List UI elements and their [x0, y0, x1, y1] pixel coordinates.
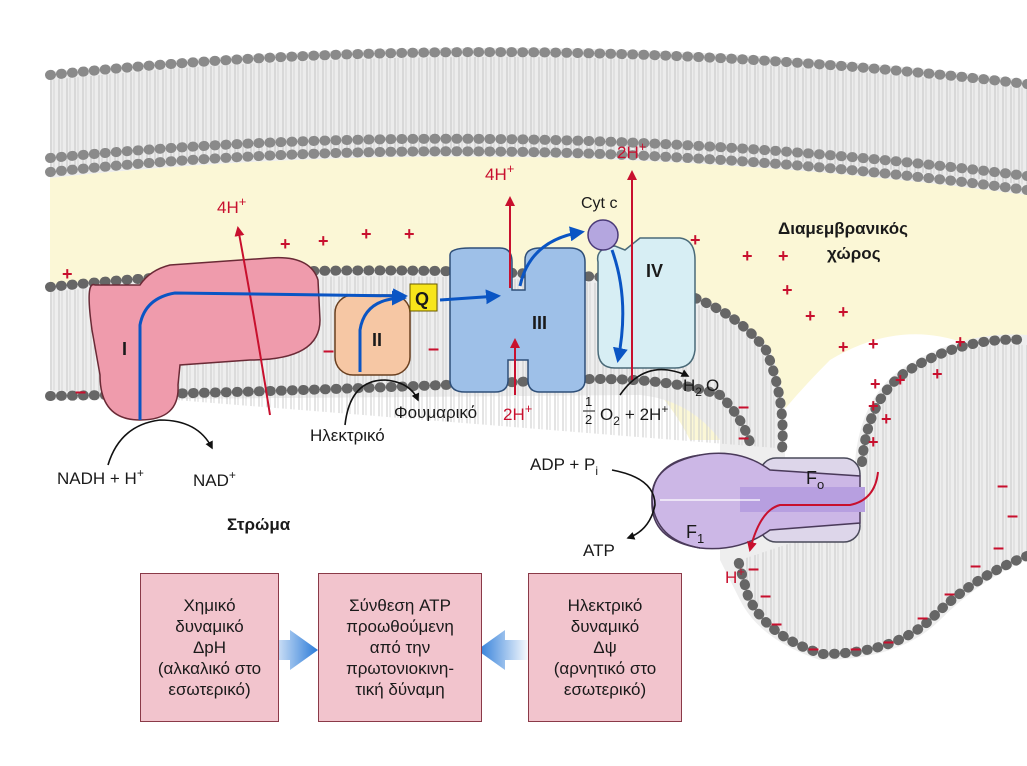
plus-charges: +++ +++ +++ +++ +++ +++ ++ [62, 224, 966, 452]
svg-text:+: + [404, 224, 415, 244]
svg-text:–: – [738, 396, 749, 418]
cytochrome-c: Cyt c [581, 195, 619, 251]
proton-labels: 4H+ 4H+ 2H+ 2H+ H+ [217, 139, 745, 587]
svg-text:–: – [738, 427, 749, 449]
svg-text:–: – [917, 607, 928, 629]
reaction-labels: NADH + H+ NAD+ Ηλεκτρικό Φουμαρικό 1 2 O… [57, 376, 719, 560]
svg-text:–: – [760, 585, 771, 607]
proton-label-atp: H+ [725, 564, 745, 587]
proton-label-complex-iii-top: 4H+ [485, 161, 514, 184]
box-line: ΔpH [192, 638, 227, 657]
svg-text:+: + [778, 246, 789, 266]
proton-arrows [234, 170, 879, 552]
svg-text:+: + [955, 332, 966, 352]
svg-text:+: + [881, 409, 892, 429]
svg-text:–: – [771, 613, 782, 635]
svg-text:+: + [868, 396, 879, 416]
nadh-label: NADH + H+ [57, 466, 144, 488]
box-line: προωθούμενη [346, 617, 454, 636]
svg-text:–: – [323, 340, 334, 362]
svg-text:+: + [280, 234, 291, 254]
svg-text:+: + [932, 364, 943, 384]
succinate-label: Ηλεκτρικό [310, 426, 385, 445]
svg-text:+: + [838, 302, 849, 322]
complex-i-label: I [122, 339, 127, 359]
ubiquinone: Q [409, 283, 438, 312]
svg-text:–: – [75, 381, 86, 403]
svg-text:+: + [742, 246, 753, 266]
matrix-label: Στρώμα [227, 515, 291, 534]
q-label: Q [415, 289, 429, 309]
svg-text:–: – [808, 638, 819, 660]
complex-iv-label: IV [646, 261, 663, 281]
o2-label: O2+ 2H+ [600, 402, 668, 428]
reaction-arrows [107, 368, 690, 540]
complex-iii-label: III [532, 313, 547, 333]
svg-text:–: – [850, 638, 861, 660]
atp-synthesis-box: Σύνθεση ATP προωθούμενη από την πρωτονιο… [318, 573, 482, 722]
svg-text:+: + [690, 230, 701, 250]
atp-synthase: Fo F1 [651, 452, 865, 550]
box-line: πρωτονιοκινη- [346, 659, 454, 678]
svg-text:–: – [883, 631, 894, 653]
svg-text:+: + [62, 264, 73, 284]
minus-charges: ––– ––– ––– ––– ––– –– [75, 338, 1018, 660]
svg-text:+: + [361, 224, 372, 244]
complex-iii: III [449, 247, 586, 393]
svg-text:–: – [970, 555, 981, 577]
box-line: Χημικό [183, 596, 236, 615]
svg-text:–: – [993, 537, 1004, 559]
svg-text:+: + [870, 374, 881, 394]
svg-text:–: – [748, 558, 759, 580]
box-line: τική δύναμη [355, 680, 445, 699]
cyt-c-label: Cyt c [581, 195, 617, 212]
proton-label-complex-i: 4H+ [217, 194, 246, 217]
svg-text:–: – [997, 475, 1008, 497]
electron-flow [138, 226, 628, 420]
box-line: (αρνητικό στο [553, 659, 657, 678]
svg-text:–: – [428, 338, 439, 360]
half-numerator: 1 [585, 394, 592, 409]
svg-text:+: + [868, 334, 879, 354]
chemical-potential-box: Χημικό δυναμικό ΔpH (αλκαλικό στο εσωτερ… [140, 573, 279, 722]
fumarate-label: Φουμαρικό [394, 403, 477, 422]
svg-text:+: + [782, 280, 793, 300]
complex-i: I [88, 256, 321, 421]
svg-text:+: + [868, 432, 879, 452]
complex-iv: IV [596, 237, 696, 369]
atp-label: ATP [583, 541, 615, 560]
electrical-potential-box: Ηλεκτρικό δυναμικό Δψ (αρνητικό στο εσωτ… [528, 573, 682, 722]
intermembrane-label-2: χώρος [827, 244, 881, 263]
svg-text:–: – [944, 583, 955, 605]
proton-label-complex-iv: 2H+ [617, 139, 646, 162]
box-line: (αλκαλικό στο [157, 659, 262, 678]
box-line: Ηλεκτρικό [567, 596, 643, 615]
box-line: από την [369, 638, 431, 657]
box-line: εσωτερικό) [168, 680, 251, 699]
svg-text:–: – [1007, 505, 1018, 527]
f0-label: Fo [806, 468, 824, 492]
nad-label: NAD+ [193, 468, 236, 490]
svg-text:+: + [838, 337, 849, 357]
f1-label: F1 [686, 522, 704, 546]
box-line: δυναμικό [175, 617, 244, 636]
svg-text:+: + [895, 370, 906, 390]
box-line: δυναμικό [570, 617, 640, 636]
adp-label: ADP + Pi [530, 455, 598, 478]
half-denominator: 2 [585, 412, 592, 427]
complex-ii-label: II [372, 330, 382, 350]
svg-text:+: + [318, 231, 329, 251]
region-labels: Διαμεμβρανικός χώρος Στρώμα [227, 219, 908, 534]
svg-text:+: + [805, 306, 816, 326]
proton-label-complex-iii-bottom: 2H+ [503, 401, 532, 424]
box-line: εσωτερικό) [563, 680, 647, 699]
box-line: Δψ [593, 638, 617, 657]
intermembrane-label-1: Διαμεμβρανικός [778, 219, 908, 238]
box-line: Σύνθεση ATP [349, 596, 451, 615]
